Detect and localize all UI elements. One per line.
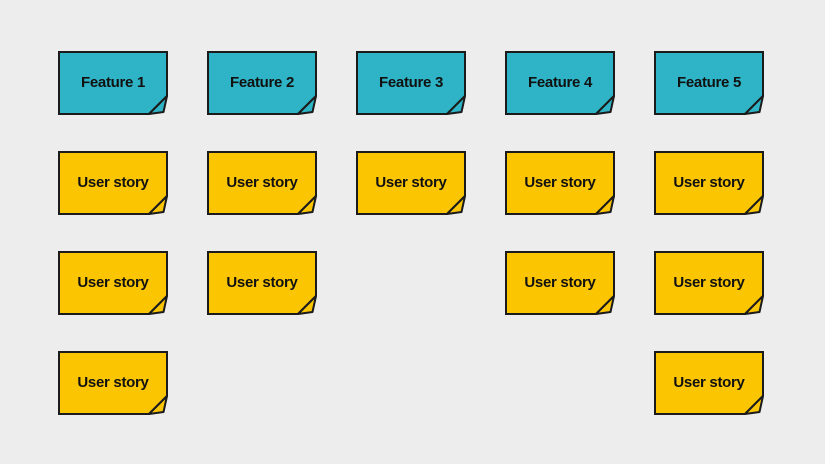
sticky-note-feature-2[interactable]: Feature 2 — [207, 51, 317, 115]
sticky-note-story-2-1[interactable]: User story — [207, 151, 317, 215]
sticky-note-story-5-2[interactable]: User story — [654, 251, 764, 315]
note-label: User story — [226, 273, 298, 291]
sticky-note-feature-3[interactable]: Feature 3 — [356, 51, 466, 115]
note-label: User story — [673, 273, 745, 291]
note-label: User story — [673, 173, 745, 191]
sticky-note-shape-icon — [505, 151, 615, 215]
sticky-note-shape-icon — [654, 51, 764, 115]
sticky-note-shape-icon — [58, 51, 168, 115]
note-label: User story — [524, 173, 596, 191]
sticky-note-story-4-1[interactable]: User story — [505, 151, 615, 215]
note-label: User story — [524, 273, 596, 291]
note-label: User story — [375, 173, 447, 191]
sticky-note-story-5-1[interactable]: User story — [654, 151, 764, 215]
note-label: Feature 1 — [81, 73, 145, 91]
sticky-note-shape-icon — [505, 251, 615, 315]
sticky-note-shape-icon — [58, 151, 168, 215]
story-map-board: Feature 1 User story User story User sto… — [58, 51, 764, 415]
sticky-note-shape-icon — [58, 251, 168, 315]
sticky-note-shape-icon — [356, 51, 466, 115]
note-label: User story — [77, 273, 149, 291]
sticky-note-shape-icon — [207, 51, 317, 115]
sticky-note-feature-5[interactable]: Feature 5 — [654, 51, 764, 115]
note-label: User story — [673, 373, 745, 391]
sticky-note-shape-icon — [505, 51, 615, 115]
sticky-note-feature-4[interactable]: Feature 4 — [505, 51, 615, 115]
note-label: Feature 3 — [379, 73, 443, 91]
sticky-note-story-1-3[interactable]: User story — [58, 351, 168, 415]
sticky-note-shape-icon — [356, 151, 466, 215]
note-label: User story — [226, 173, 298, 191]
sticky-note-story-4-2[interactable]: User story — [505, 251, 615, 315]
sticky-note-shape-icon — [654, 351, 764, 415]
sticky-note-story-1-2[interactable]: User story — [58, 251, 168, 315]
sticky-note-story-2-2[interactable]: User story — [207, 251, 317, 315]
sticky-note-story-5-3[interactable]: User story — [654, 351, 764, 415]
sticky-note-shape-icon — [654, 251, 764, 315]
sticky-note-story-3-1[interactable]: User story — [356, 151, 466, 215]
sticky-note-shape-icon — [654, 151, 764, 215]
sticky-note-shape-icon — [58, 351, 168, 415]
sticky-note-feature-1[interactable]: Feature 1 — [58, 51, 168, 115]
note-label: User story — [77, 373, 149, 391]
sticky-note-story-1-1[interactable]: User story — [58, 151, 168, 215]
note-label: Feature 5 — [677, 73, 741, 91]
sticky-note-shape-icon — [207, 151, 317, 215]
note-label: Feature 2 — [230, 73, 294, 91]
note-label: User story — [77, 173, 149, 191]
sticky-note-shape-icon — [207, 251, 317, 315]
note-label: Feature 4 — [528, 73, 592, 91]
